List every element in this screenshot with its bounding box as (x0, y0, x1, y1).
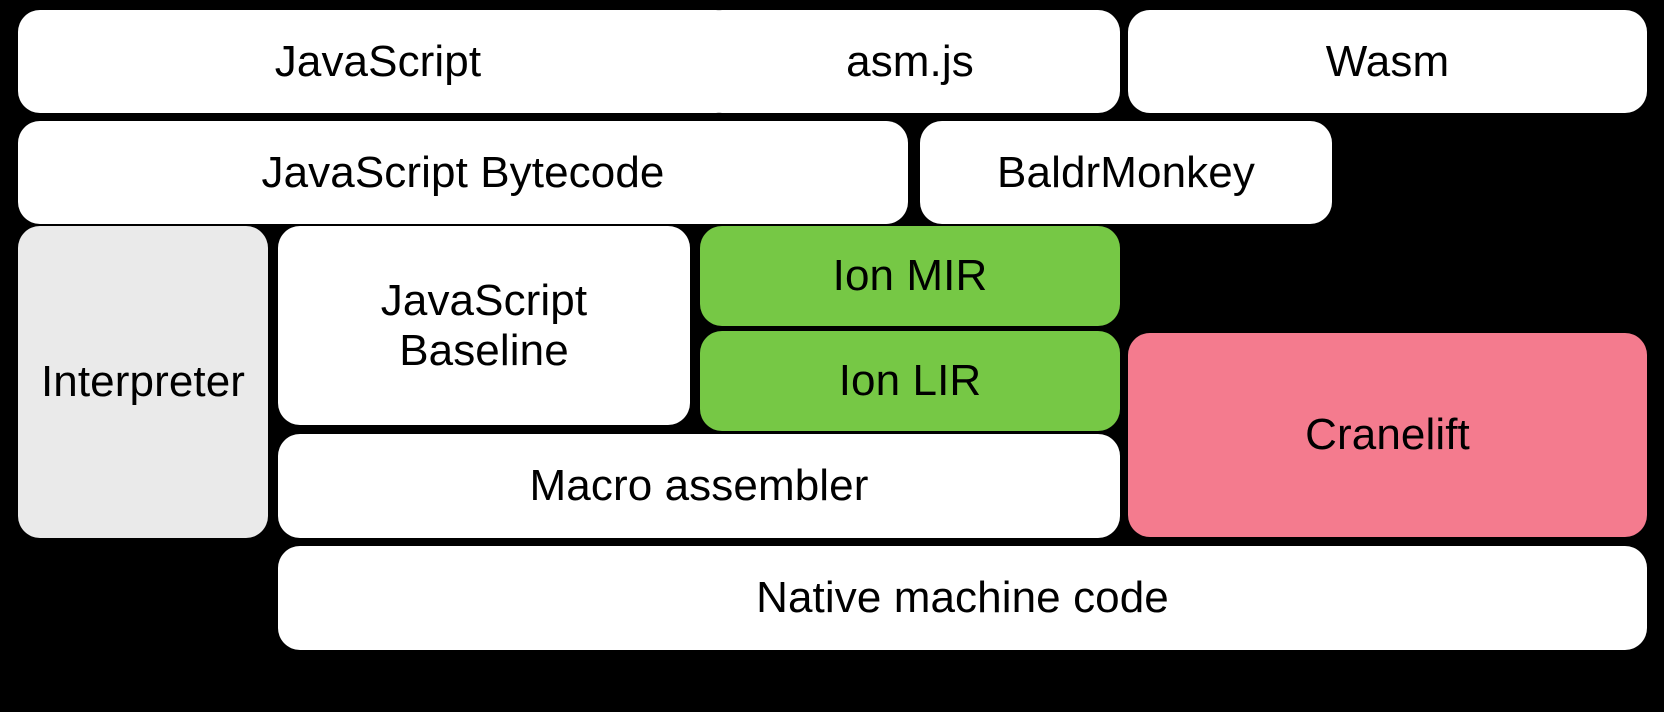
node-ion-mir: Ion MIR (700, 226, 1120, 326)
node-label: Native machine code (756, 573, 1169, 623)
node-javascript-bytecode: JavaScript Bytecode (18, 121, 908, 224)
node-label: Cranelift (1305, 410, 1470, 460)
node-label: BaldrMonkey (997, 147, 1255, 197)
node-label: JavaScript Bytecode (261, 147, 665, 197)
node-ion-lir: Ion LIR (700, 331, 1120, 431)
node-label: asm.js (846, 36, 974, 86)
node-label: Macro assembler (529, 461, 869, 511)
node-label: Interpreter (40, 357, 246, 407)
node-cranelift: Cranelift (1128, 333, 1647, 537)
node-label: Ion LIR (838, 356, 982, 406)
node-asm-js: asm.js (700, 10, 1120, 113)
node-label: JavaScript Baseline (380, 276, 588, 375)
node-wasm: Wasm (1128, 10, 1647, 113)
node-native-machine-code: Native machine code (278, 546, 1647, 650)
node-label: JavaScript (274, 36, 482, 86)
node-interpreter: Interpreter (18, 226, 268, 538)
node-javascript: JavaScript (18, 10, 738, 113)
node-baldrmonkey: BaldrMonkey (920, 121, 1332, 224)
node-label: Ion MIR (832, 251, 988, 301)
node-macro-assembler: Macro assembler (278, 434, 1120, 538)
node-javascript-baseline: JavaScript Baseline (278, 226, 690, 425)
node-label: Wasm (1325, 36, 1450, 86)
